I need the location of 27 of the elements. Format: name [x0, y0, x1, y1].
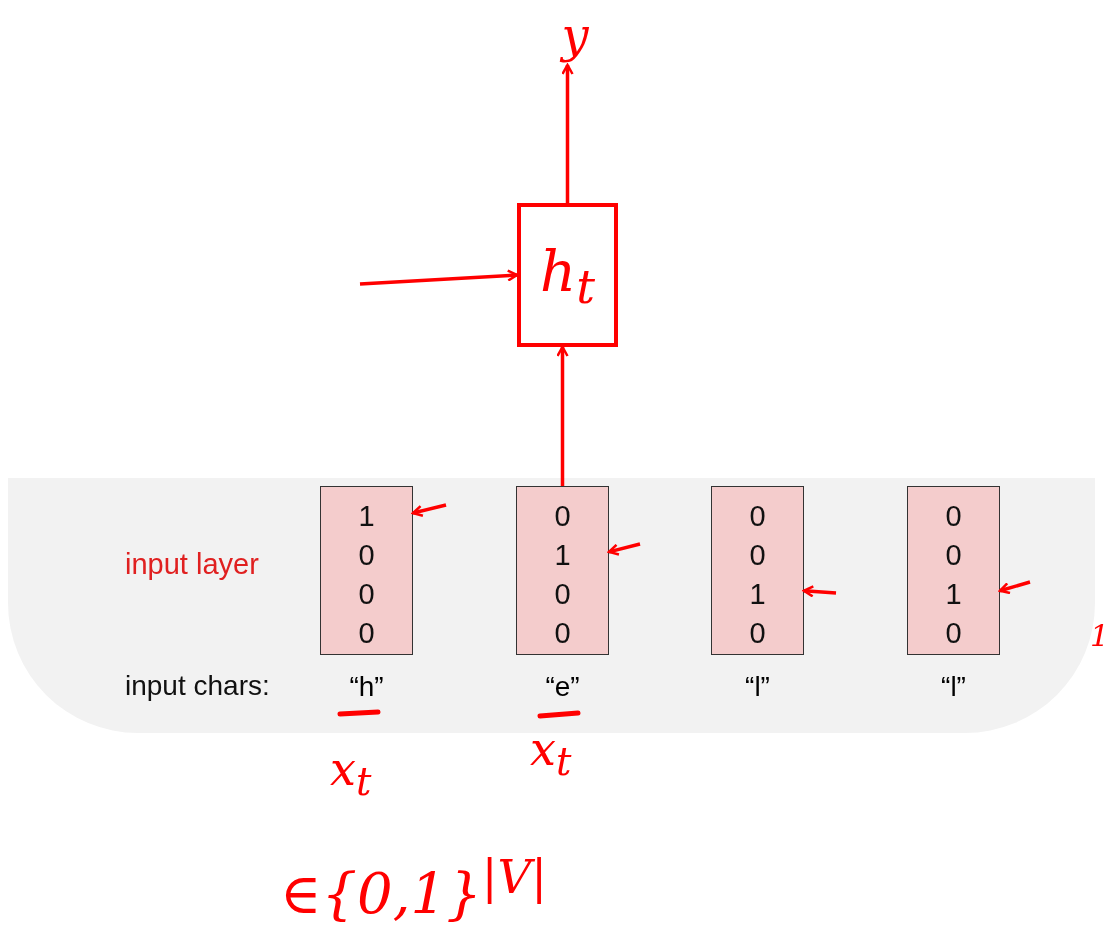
- vector-values: 0 0 1 0: [748, 499, 767, 651]
- arrow: [411, 503, 447, 517]
- character-label: “h”: [348, 671, 385, 703]
- one-hot-vector: [516, 486, 609, 655]
- handwritten-symbol: y: [550, 10, 600, 65]
- text-label: input layer: [125, 548, 259, 581]
- vector-values: 1 0 0 0: [357, 499, 376, 651]
- handwritten-note: x$_{t}$: [330, 742, 372, 805]
- character-label: “l”: [940, 671, 967, 703]
- handwritten-note: ∈{0,1}$^{|V|}$: [280, 850, 547, 926]
- hidden-state-box: h$_{t}$: [517, 203, 618, 347]
- character-label: “l”: [744, 671, 771, 703]
- arrow: [998, 580, 1031, 595]
- vector-values: 0 1 0 0: [553, 499, 572, 651]
- one-hot-vector: [907, 486, 1000, 655]
- handwritten-note: 1: [1090, 618, 1109, 653]
- one-hot-vector: [320, 486, 413, 655]
- arrow: [802, 585, 837, 598]
- character-label: “e”: [544, 671, 581, 703]
- arrow: [556, 345, 569, 486]
- handwritten-note: x$_{t}$: [530, 722, 572, 785]
- one-hot-vector: [711, 486, 804, 655]
- arrow: [561, 63, 574, 203]
- arrow: [359, 269, 519, 286]
- text-label: input chars:: [125, 670, 270, 702]
- vector-values: 0 0 1 0: [944, 499, 963, 651]
- arrow: [607, 542, 641, 556]
